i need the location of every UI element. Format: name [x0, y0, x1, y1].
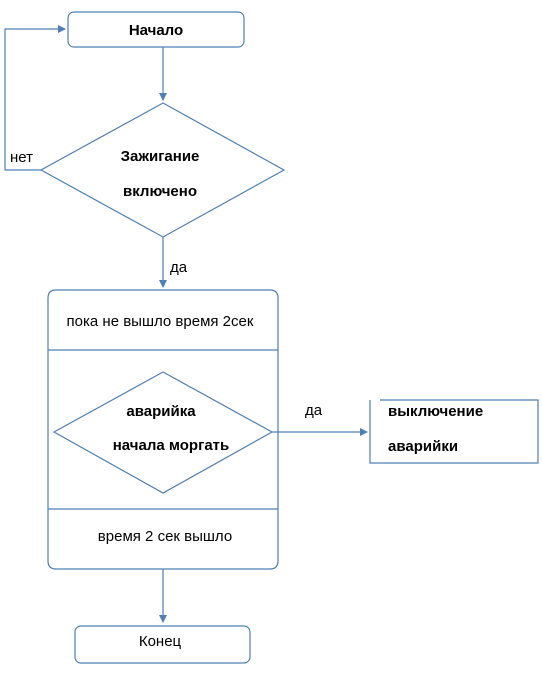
yes-label-decision1: да: [170, 259, 188, 276]
end-label: Конец: [138, 633, 182, 650]
start-node: [67, 11, 245, 48]
action-line1: выключение: [388, 403, 484, 420]
end-node: [74, 625, 251, 664]
decision-ignition-diamond: [39, 102, 286, 238]
loop-bottom-label: время 2 сек вышло: [97, 528, 233, 545]
decision2-line2: начала моргать: [112, 437, 230, 454]
decision1-line1: Зажигание: [120, 148, 200, 165]
action-line2: аварийки: [388, 438, 459, 455]
action-box: [369, 399, 539, 464]
no-label: нет: [10, 149, 33, 166]
decision2-line1: аварийка: [126, 403, 196, 420]
loop-top-label: пока не вышло время 2сек: [66, 313, 254, 330]
start-label: Начало: [128, 22, 184, 39]
yes-label-decision2: да: [305, 402, 323, 419]
decision1-line2: включено: [123, 183, 197, 200]
connector-no-loop: [4, 25, 66, 171]
decision-hazard-diamond: [52, 371, 274, 494]
